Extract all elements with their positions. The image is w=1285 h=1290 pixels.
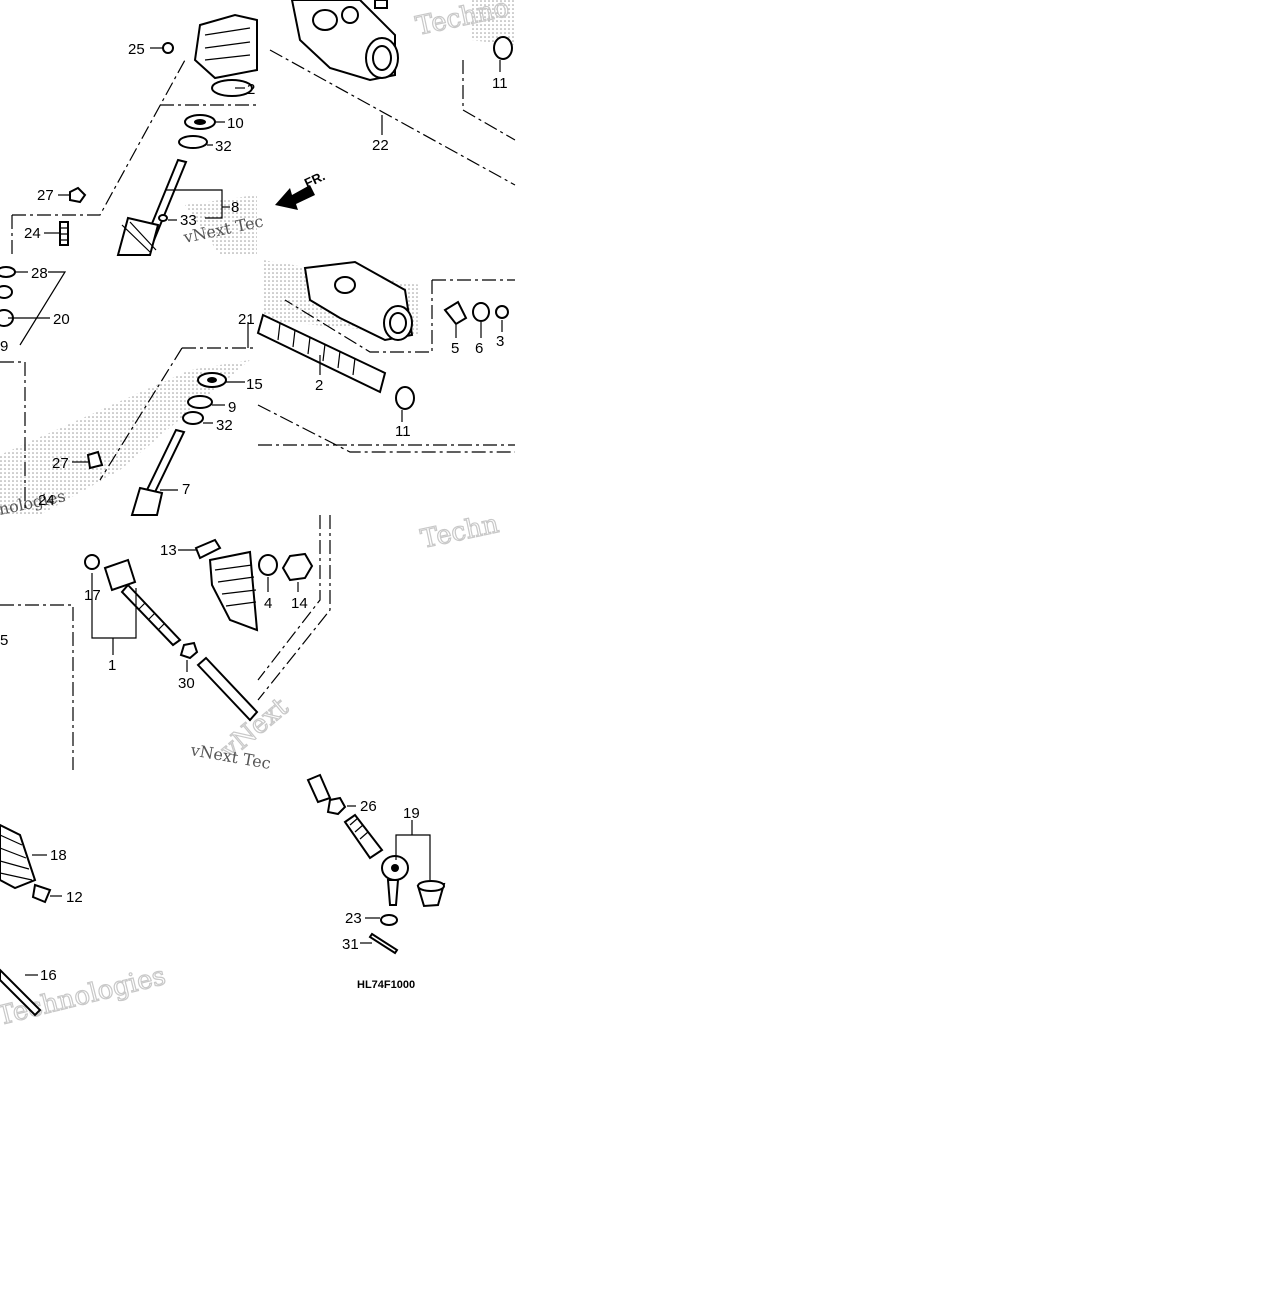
leader-lines [8,47,503,976]
pinion-housing-upper [59,13,258,256]
callout-15: 15 [246,376,263,393]
callout-2-rack: 2 [315,377,323,394]
callout-27: 27 [37,187,54,204]
diagram-code: HL74F1000 [357,979,415,991]
callout-32-lower: 32 [216,417,233,434]
callouts: 25 2 10 32 8 33 27 24 28 20 9 21 15 9 32… [0,41,508,984]
callout-20: 20 [53,311,70,328]
callout-8: 8 [231,199,239,216]
callout-22: 22 [372,137,389,154]
callout-12: 12 [66,889,83,906]
callout-4: 4 [264,595,272,612]
callout-1: 1 [108,657,116,674]
callout-2: 2 [247,81,255,98]
tie-rod-end [306,773,446,955]
tie-rod-assembly [84,538,314,722]
callout-6: 6 [475,340,483,357]
callout-10: 10 [227,115,244,132]
gear-housing-top [290,0,513,82]
front-marker-label: FR. [302,168,327,190]
callout-3: 3 [496,333,504,350]
callout-24-lower: 24 [38,492,55,509]
watermarks: Techno vNext Tec nologies Techn vNext Te… [0,0,512,1032]
callout-31: 31 [342,936,359,953]
callout-19: 19 [403,805,420,822]
callout-5-left: 5 [0,632,8,649]
callout-11-top: 11 [492,75,508,92]
watermark: Techn [418,509,502,555]
callout-28: 28 [31,265,48,282]
shading [0,0,515,515]
callout-23: 23 [345,910,362,927]
callout-30: 30 [178,675,195,692]
rack-assembly [256,260,509,410]
boot-lower-left [0,823,52,1017]
front-direction-arrow-icon: FR. [275,168,327,210]
callout-26: 26 [360,798,377,815]
callout-17: 17 [84,587,101,604]
callout-18: 18 [50,847,67,864]
callout-5: 5 [451,340,459,357]
callout-14: 14 [291,595,308,612]
callout-7: 7 [182,481,190,498]
pinion-lower-parts [0,266,227,516]
callout-16: 16 [40,967,57,984]
callout-9-left: 9 [0,338,8,355]
callout-21: 21 [238,311,255,328]
callout-32: 32 [215,138,232,155]
callout-24: 24 [24,225,41,242]
dash-lines [0,49,516,770]
callout-9: 9 [228,399,236,416]
callout-25: 25 [128,41,145,58]
callout-33: 33 [180,212,197,229]
callout-27-lower: 27 [52,455,69,472]
callout-11: 11 [395,423,411,440]
callout-13: 13 [160,542,177,559]
